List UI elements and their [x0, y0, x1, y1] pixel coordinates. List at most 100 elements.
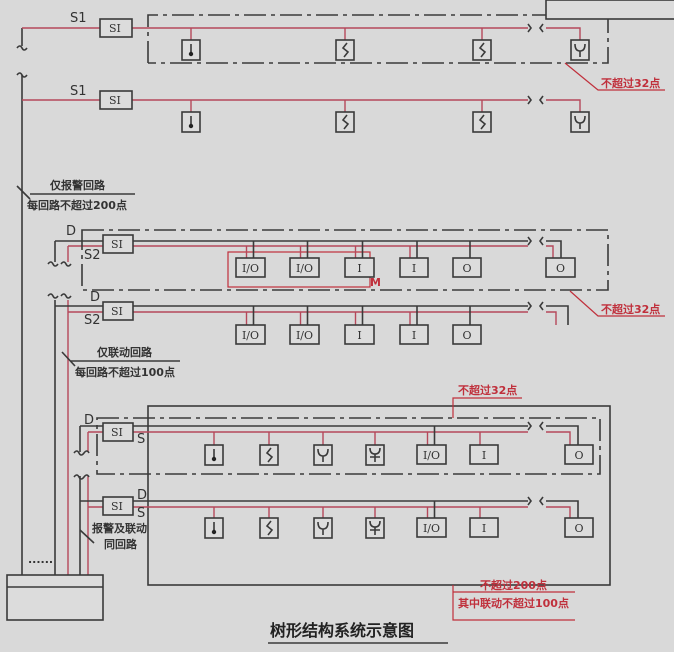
- isolator-label: SI: [111, 238, 123, 251]
- d-label: D: [137, 488, 147, 503]
- module-box: [469, 517, 499, 538]
- loop-line-4-d: [55, 305, 569, 325]
- output-module: O: [545, 0, 674, 20]
- module-label: O: [574, 449, 583, 462]
- break-icon: [16, 45, 28, 78]
- branch-limit-note: 不超过32点: [601, 302, 660, 316]
- hydrant-button-icon: [365, 507, 385, 539]
- controller-box: [6, 574, 104, 621]
- smoke-detector-icon: [259, 432, 279, 466]
- alarm-limit-note: 每回路不超过200点: [27, 198, 127, 212]
- leader-line: [569, 290, 665, 317]
- input-module: I: [344, 306, 375, 345]
- module-box: [344, 324, 375, 345]
- linkage-limit-note: 每回路不超过100点: [75, 365, 175, 379]
- manual-alarm-icon: [570, 39, 590, 61]
- module-box: [289, 257, 320, 278]
- smoke-detector-icon: [335, 100, 355, 133]
- branch-boundary-3: [96, 417, 601, 475]
- isolator-box: [102, 301, 134, 321]
- module-label: O: [462, 262, 471, 275]
- input-module: I: [399, 241, 429, 278]
- isolator-box: [102, 422, 134, 442]
- module-label: O: [574, 522, 583, 535]
- io-module: I/O: [235, 306, 266, 345]
- input-module: I: [399, 306, 429, 345]
- isolator-label: SI: [109, 94, 121, 107]
- short-circuit-isolator: SI: [102, 301, 134, 321]
- module-label: O: [462, 329, 471, 342]
- io-module: I/O: [289, 306, 320, 345]
- output-module: O: [564, 517, 594, 538]
- module-box: [399, 324, 429, 345]
- module-label: I/O: [296, 329, 313, 342]
- isolator-label: SI: [111, 500, 123, 513]
- branch-boundary-1: [147, 14, 609, 64]
- module-label: I/O: [423, 449, 440, 462]
- heat-detector-icon: [204, 507, 224, 539]
- mixed-loops: D S D S 不超过32点 报警及联动 同回路 不超过200点 其中联动不超过…: [73, 383, 611, 621]
- isolator-box: [99, 90, 133, 110]
- module-label: I: [357, 329, 361, 342]
- heat-detector-icon: [204, 432, 224, 466]
- devices: SISISISISISII/OI/OIIOI/OI/OIIOOOI/OIOI/O…: [99, 0, 674, 539]
- module-box: [452, 324, 482, 345]
- break-icon: [527, 421, 544, 506]
- loop-label: S2: [84, 248, 101, 263]
- break-icon: [47, 261, 72, 299]
- s-label: S: [137, 432, 145, 447]
- isolator-box: [102, 234, 134, 254]
- module-box: [416, 444, 447, 465]
- short-circuit-isolator: SI: [102, 496, 134, 516]
- manual-alarm-icon: [313, 507, 333, 539]
- heat-detector-icon: [181, 28, 201, 61]
- output-module: O: [564, 444, 594, 465]
- break-icon: [527, 236, 544, 311]
- leader-line: [452, 397, 522, 418]
- mixed-note: 报警及联动: [92, 521, 147, 535]
- module-label: I: [357, 262, 361, 275]
- linkage-total-limit-note: 其中联动不超过100点: [458, 596, 569, 610]
- leader-line: [61, 351, 180, 367]
- alarm-only-note: 仅报警回路: [49, 178, 106, 192]
- output-module: O: [452, 241, 482, 278]
- loop-line-3-d: [54, 240, 562, 262]
- loop-label: S1: [70, 84, 87, 99]
- module-box: [416, 517, 447, 538]
- leader-line: [16, 185, 135, 200]
- short-circuit-isolator: SI: [102, 422, 134, 442]
- manual-alarm-icon: [570, 111, 590, 133]
- short-circuit-isolator: SI: [102, 234, 134, 254]
- isolator-box: [102, 496, 134, 516]
- input-module: I: [469, 432, 499, 465]
- module-label: I: [412, 329, 416, 342]
- module-box: [235, 324, 266, 345]
- leader-line: [564, 62, 665, 91]
- module-box: [469, 444, 499, 465]
- module-label: I: [482, 522, 486, 535]
- fire-alarm-controller: ......: [6, 553, 104, 621]
- module-box: [235, 257, 266, 278]
- output-module: O: [452, 306, 482, 345]
- loop-line-4-s: [68, 311, 557, 325]
- loop-boundary: [147, 405, 611, 586]
- controller-dots: ......: [28, 553, 53, 566]
- leader-line: [79, 529, 95, 544]
- loop-line-6-d: [80, 500, 579, 518]
- input-module: I: [344, 241, 375, 278]
- module-box: [564, 444, 594, 465]
- diagram-title: 树形结构系统示意图: [270, 621, 414, 640]
- loop-line-5-s: [87, 431, 571, 575]
- s-label: S: [137, 506, 145, 521]
- module-label: O: [556, 262, 565, 275]
- module-box: [344, 257, 375, 278]
- smoke-detector-icon: [472, 100, 492, 133]
- linkage-only-loops: M D S2 D S2 不超过32点 仅联动回路 每回路不超过100点: [47, 224, 665, 575]
- io-module: I/O: [416, 426, 447, 465]
- mixed-note: 同回路: [104, 537, 138, 551]
- loop-line-1: [22, 27, 581, 40]
- module-label: I: [482, 449, 486, 462]
- loop-line-2: [22, 99, 581, 112]
